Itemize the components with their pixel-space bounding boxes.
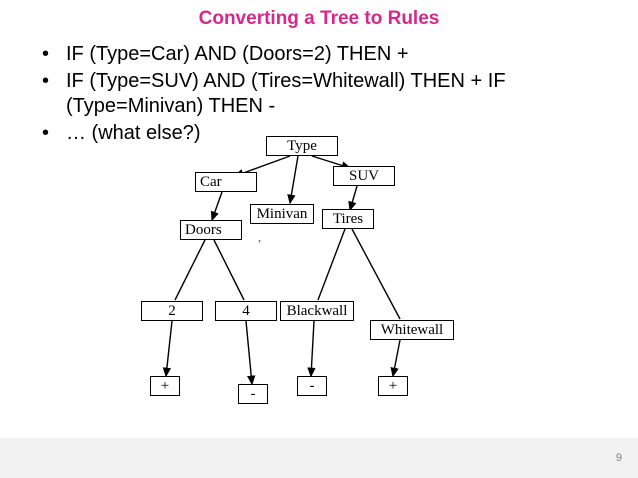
- tree-node-blackwall: Blackwall: [280, 301, 354, 321]
- stray-mark: ,: [258, 230, 261, 244]
- list-item-text: IF (Type=SUV) AND (Tires=Whitewall) THEN…: [66, 70, 506, 117]
- bullet-marker: •: [42, 70, 50, 92]
- list-item-text: IF (Type=Car) AND (Doors=2) THEN +: [66, 43, 409, 65]
- list-item: • IF (Type=Car) AND (Doors=2) THEN +: [24, 42, 624, 67]
- bullet-list: • IF (Type=Car) AND (Doors=2) THEN + • I…: [24, 42, 624, 148]
- tree-node-doors-2: 2: [141, 301, 203, 321]
- tree-node-doors: Doors: [180, 220, 242, 240]
- bullet-marker: •: [42, 43, 50, 65]
- page-title: Converting a Tree to Rules: [198, 8, 440, 29]
- footer-bar: [0, 438, 638, 478]
- tree-node-tires: Tires: [322, 209, 374, 229]
- tree-leaf-plus-1: +: [150, 376, 180, 396]
- list-item-text: … (what else?): [66, 122, 201, 144]
- tree-node-minivan: Minivan: [250, 204, 314, 224]
- bullet-marker: •: [42, 122, 50, 144]
- tree-node-doors-4: 4: [215, 301, 277, 321]
- tree-node-type: Type: [266, 136, 338, 156]
- tree-node-whitewall: Whitewall: [370, 320, 454, 340]
- tree-node-car: Car: [195, 172, 257, 192]
- tree-leaf-minus-2: -: [297, 376, 327, 396]
- tree-leaf-minus-1: -: [238, 384, 268, 404]
- tree-leaf-plus-2: +: [378, 376, 408, 396]
- list-item: • … (what else?): [24, 121, 624, 146]
- tree-node-suv: SUV: [333, 166, 395, 186]
- list-item: • IF (Type=SUV) AND (Tires=Whitewall) TH…: [24, 69, 624, 119]
- page-number: 9: [615, 452, 622, 464]
